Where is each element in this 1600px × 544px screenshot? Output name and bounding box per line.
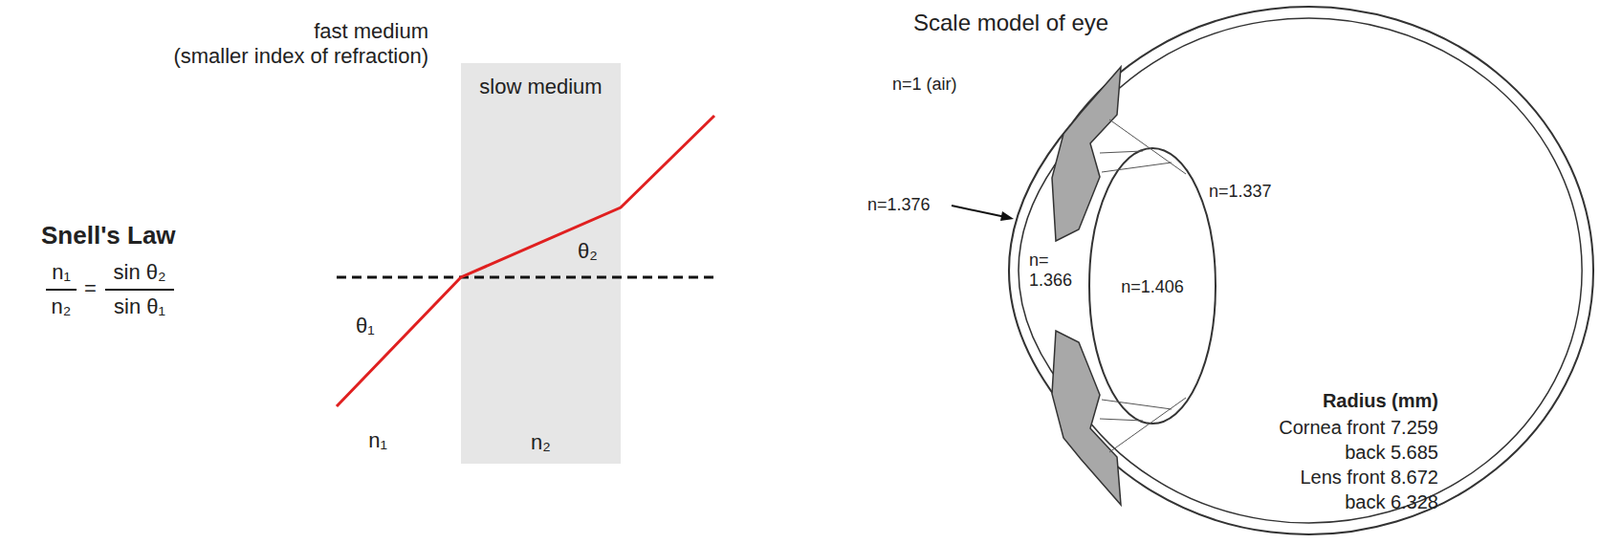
sclera-inner	[1075, 18, 1582, 524]
light-ray	[336, 115, 715, 407]
index-label: n₂	[460, 430, 621, 455]
fraction-bar	[45, 288, 77, 291]
medium-note: (smaller index of refraction)	[173, 43, 429, 68]
radius-entry: back 5.685	[1344, 441, 1439, 464]
zonules	[1099, 119, 1186, 453]
formula-term: n₂	[51, 294, 72, 319]
leader-line	[951, 205, 1010, 219]
medium-name: slow medium	[460, 74, 621, 99]
angle-label: θ₂	[577, 239, 598, 264]
index-label: n=1.337	[1208, 181, 1272, 202]
fraction-bar	[105, 288, 175, 291]
radius-entry: back 6.328	[1344, 491, 1439, 514]
index-label: n₁	[368, 428, 388, 453]
formula-term: sin θ₂	[112, 260, 166, 285]
normal-line	[336, 276, 715, 280]
slow-medium-band	[460, 63, 621, 464]
index-label: n= 1.366	[1029, 250, 1077, 290]
medium-label: fast medium	[313, 19, 429, 44]
figure-title: Scale model of eye	[913, 9, 1109, 37]
angle-label: θ₁	[355, 313, 375, 338]
sclera-outer	[1071, 6, 1594, 535]
iris-upper	[1052, 66, 1121, 242]
formula-sign: =	[84, 276, 97, 301]
eye-outline	[1008, 6, 1594, 535]
table-heading: Radius (mm)	[1322, 390, 1439, 413]
medium-band: slow medium n₂	[460, 63, 621, 464]
index-label: n=1 (air)	[892, 74, 958, 95]
radius-entry: Lens front 8.672	[1299, 466, 1439, 489]
index-label: n=1.406	[1120, 277, 1184, 298]
lens	[1089, 148, 1216, 424]
law-title: Snell's Law	[41, 221, 176, 251]
formula-term: n₁	[51, 260, 71, 285]
index-label: n=1.376	[867, 195, 931, 216]
formula-term: sin θ₁	[113, 294, 166, 319]
iris-lower	[1052, 330, 1121, 505]
radius-entry: Cornea front 7.259	[1278, 416, 1439, 439]
leader-arrowhead	[1000, 211, 1014, 221]
